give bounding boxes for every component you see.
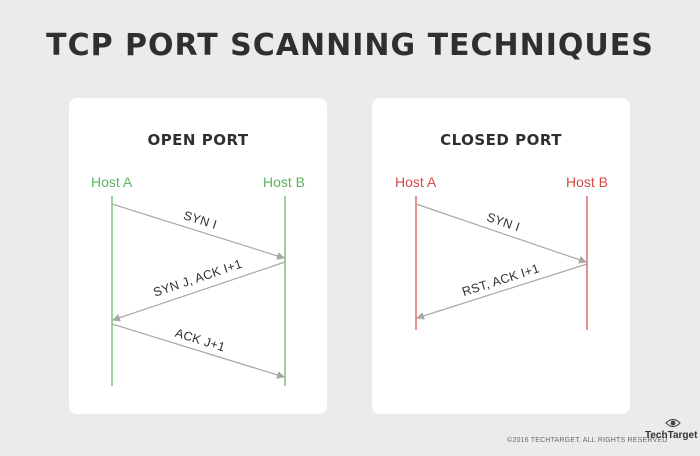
syn-label: SYN I: [485, 210, 522, 234]
ack-label: ACK J+1: [173, 326, 227, 355]
copyright-text: ©2016 TECHTARGET. ALL RIGHTS RESERVED: [507, 437, 668, 444]
syn-ack-label: SYN J, ACK I+1: [152, 257, 244, 300]
syn-arrow: [415, 203, 587, 264]
panel-title-closed-port: CLOSED PORT: [440, 131, 562, 149]
syn-ack-arrow: [112, 261, 286, 322]
techtarget-logo: TechTarget: [645, 430, 698, 441]
rst-ack-label: RST, ACK I+1: [460, 261, 541, 299]
host-b-label: Host B: [566, 174, 609, 190]
host-b-label: Host B: [263, 174, 306, 190]
open-port-sequence: SYN I SYN J, ACK I+1 ACK J+1: [111, 196, 286, 386]
diagram-title: TCP PORT SCANNING TECHNIQUES: [46, 28, 654, 63]
host-a-label: Host A: [91, 174, 133, 190]
syn-arrow: [111, 203, 285, 260]
eye-icon: [665, 418, 681, 428]
rst-ack-arrow: [416, 263, 588, 320]
closed-port-panel: CLOSED PORT Host A Host B SYN I RST, ACK…: [372, 98, 630, 414]
ack-arrow: [111, 323, 285, 379]
syn-label: SYN I: [182, 208, 219, 232]
host-a-label: Host A: [395, 174, 437, 190]
open-port-panel: OPEN PORT Host A Host B SYN I SYN J, ACK…: [69, 98, 327, 414]
panel-title-open-port: OPEN PORT: [147, 131, 249, 149]
closed-port-sequence: SYN I RST, ACK I+1: [415, 196, 588, 330]
